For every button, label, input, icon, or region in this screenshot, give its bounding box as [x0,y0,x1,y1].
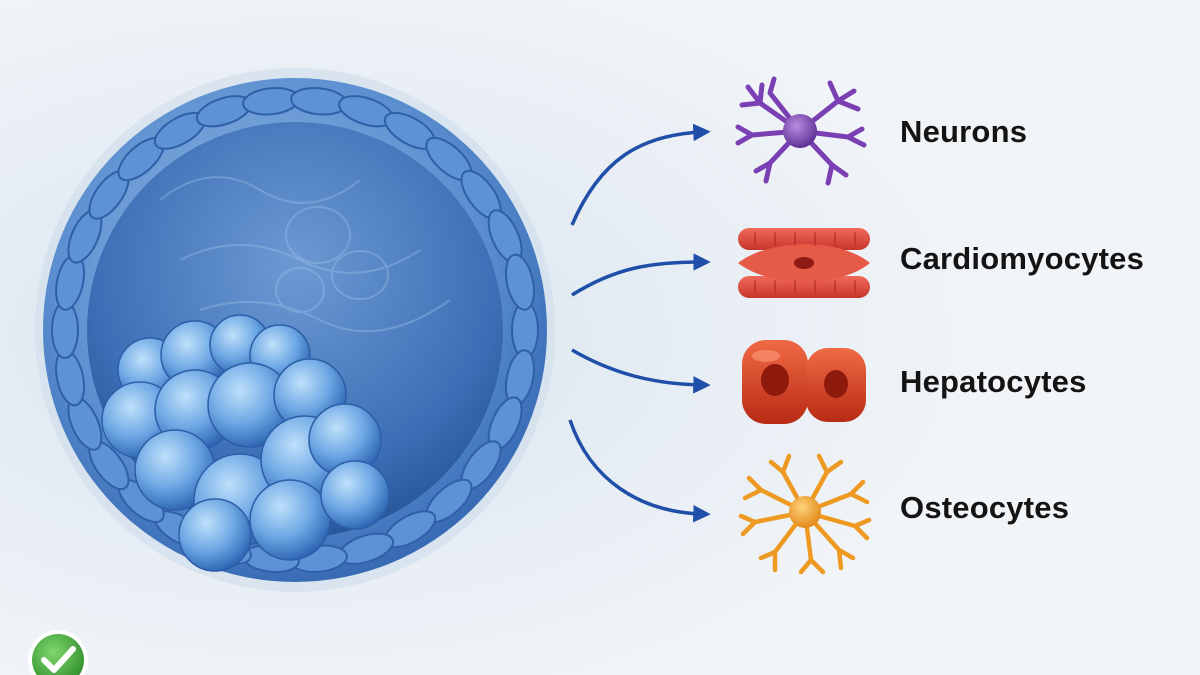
arrow-to-cardiomyocytes [571,253,711,297]
inner-cell [249,479,331,561]
inner-cell [178,498,252,572]
label-hepatocytes: Hepatocytes [900,364,1087,399]
cardiomyocyte-icon [738,228,870,298]
osteocyte-icon [738,453,872,575]
label-osteocytes: Osteocytes [900,490,1070,525]
arrows [568,123,711,523]
neuron-icon [735,76,867,186]
arrow-to-osteocytes [568,419,711,523]
trophoblast-cell [504,253,535,311]
label-neurons: Neurons [900,114,1028,149]
hepatocyte-icon [742,340,866,424]
inner-cell-mass [101,314,390,572]
label-cardiomyocytes: Cardiomyocytes [900,241,1145,276]
inner-cell [320,460,390,530]
trophoblast-cells [51,87,539,573]
arrow-to-neurons [570,123,711,226]
arrow-to-hepatocytes [571,348,711,394]
blastocyst-illustration [35,68,555,592]
check-mark-icon [28,630,88,675]
